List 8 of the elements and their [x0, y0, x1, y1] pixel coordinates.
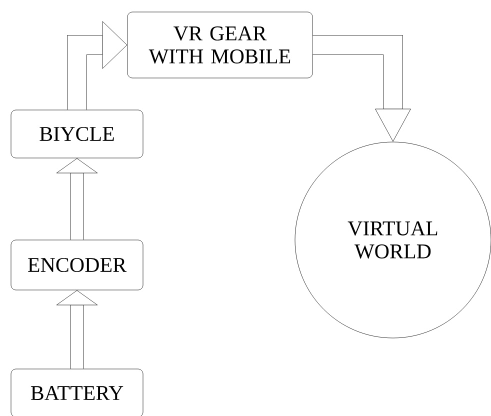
process-box: VR GEAR WITH MOBILE [127, 12, 313, 78]
process-box: BATTERY [10, 368, 144, 416]
block-arrow [67, 21, 128, 110]
process-box: ENCODER [10, 240, 144, 290]
block-arrow [56, 158, 98, 240]
block-arrow [312, 35, 411, 142]
process-box: BIYCLE [10, 110, 144, 158]
block-arrow [56, 290, 98, 369]
